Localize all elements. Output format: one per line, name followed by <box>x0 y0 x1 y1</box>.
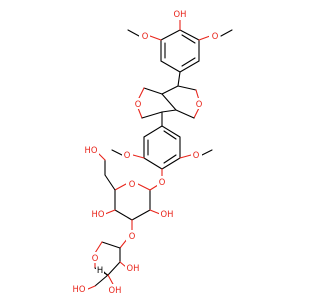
bond-line <box>160 60 181 73</box>
bond-line <box>179 154 192 159</box>
bond-line <box>132 154 145 159</box>
glycosidic-oxygen-label: O <box>129 231 136 241</box>
hydroxyl-label-apiose-3: OH <box>127 263 140 273</box>
chemical-structure-diagram: OH O O O O O O O O HO HO OH O O HO <box>71 8 233 296</box>
label-bg <box>71 283 88 295</box>
pyranose-oxygen-label: O <box>129 179 136 189</box>
bond-layer <box>87 19 233 290</box>
bond-line <box>181 34 196 44</box>
bond-line <box>149 209 161 215</box>
bond-line <box>177 85 197 91</box>
furanose-oxygen-label: O <box>92 253 99 263</box>
methoxy-oxygen-label-top-left: O <box>142 31 149 41</box>
label-bg <box>126 178 138 190</box>
bond-line <box>107 261 121 276</box>
methoxy-oxygen-label-mid-left: O <box>124 150 131 160</box>
label-bg <box>83 144 99 156</box>
label-bg <box>139 30 150 42</box>
bond-line <box>179 60 200 73</box>
atom-label-layer: OH O O O O O O O O HO HO OH O O HO <box>71 8 220 296</box>
hydroxymethyl-label: HO <box>85 145 98 155</box>
bond-line <box>104 174 116 191</box>
bond-line <box>143 87 163 95</box>
label-bg <box>125 262 141 274</box>
label-bg <box>157 176 168 188</box>
bond-line <box>160 29 181 41</box>
bond-line <box>101 241 121 249</box>
label-bg <box>159 208 175 220</box>
bond-line <box>111 149 123 156</box>
bond-line <box>149 35 162 41</box>
bond-line <box>161 109 177 113</box>
bond-line <box>181 57 196 67</box>
bond-line <box>114 183 127 191</box>
bond-line <box>104 209 116 215</box>
bond-line <box>161 85 179 95</box>
bond-line <box>127 29 140 37</box>
hydroxyl-label-top: OH <box>174 9 187 19</box>
hydroxyl-label-apiose-4: OH <box>109 285 122 295</box>
label-bg <box>194 98 205 109</box>
bond-line <box>143 157 163 170</box>
label-bg <box>96 264 104 275</box>
label-bg <box>173 8 187 20</box>
stereo-hydrogen-label: H <box>97 265 103 275</box>
bond-line <box>161 157 181 170</box>
label-bg <box>209 30 220 42</box>
methoxy-oxygen-label-top-right: O <box>212 31 219 41</box>
apiose-hydroxymethyl-label: HO <box>73 284 86 294</box>
bond-line <box>131 209 151 221</box>
bond-line <box>137 183 151 191</box>
label-bg <box>132 98 143 109</box>
bond-line <box>94 241 103 254</box>
label-bg <box>191 149 202 161</box>
furan-oxygen-label-left: O <box>135 99 142 109</box>
label-bg <box>107 284 123 296</box>
label-bg <box>90 208 106 220</box>
bond-line <box>149 184 159 191</box>
bond-line <box>163 130 177 140</box>
bond-line <box>143 125 163 138</box>
bond-line <box>161 125 181 138</box>
bond-line <box>114 209 133 221</box>
hydroxyl-label-glucose-right: OH <box>161 209 174 219</box>
label-bg <box>126 230 138 241</box>
bond-line <box>161 93 177 111</box>
bond-line <box>201 149 213 156</box>
label-bg <box>89 252 101 263</box>
bond-line <box>179 29 200 41</box>
methoxy-oxygen-label-mid-right: O <box>193 150 200 160</box>
linker-oxygen-label: O <box>159 177 166 187</box>
bond-line <box>141 111 163 119</box>
bond-line <box>220 29 233 37</box>
bond-line <box>163 154 177 164</box>
bond-line <box>193 107 200 119</box>
bond-line <box>175 109 195 119</box>
label-bg <box>122 149 133 161</box>
bond-line <box>87 285 96 290</box>
furan-oxygen-label-right: O <box>196 99 203 109</box>
hydroxyl-label-glucose-left: HO <box>92 209 105 219</box>
bond-line <box>177 71 181 87</box>
bond-line <box>94 274 109 287</box>
bond-line <box>198 35 211 41</box>
bond-line <box>137 107 143 119</box>
